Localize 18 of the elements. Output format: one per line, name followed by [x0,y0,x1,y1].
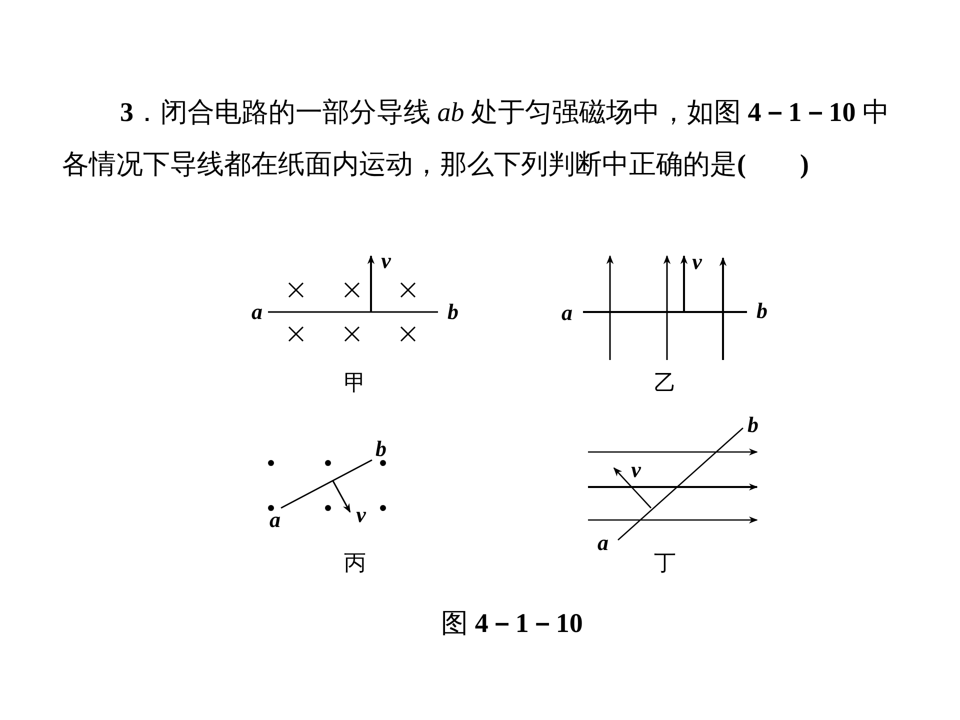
figure-caption: 图 4－1－10 [441,607,583,640]
panel-label: 丙 [344,552,366,574]
variable-label: a [562,302,572,324]
variable-label: v [381,250,391,272]
panel-label: 丁 [654,552,676,574]
panel-label: 乙 [654,372,676,394]
variable-label: b [756,300,768,322]
variable-label: v [631,459,641,481]
variable-label: b [448,301,458,323]
variable-label: v [356,504,366,526]
question-text: 3．闭合电路的一部分导线 ab 处于匀强磁场中，如图 4－1－10 中各情况下导线都在纸面内运动，那么下列判断中正确的是( ) [62,96,890,181]
panel-label: 甲 [344,372,366,394]
variable-label: v [692,251,702,273]
variable-label: a [270,509,280,531]
variable-label: a [252,301,262,323]
variable-label: b [376,438,386,460]
variable-label: a [598,532,608,554]
variable-label: b [748,414,758,436]
